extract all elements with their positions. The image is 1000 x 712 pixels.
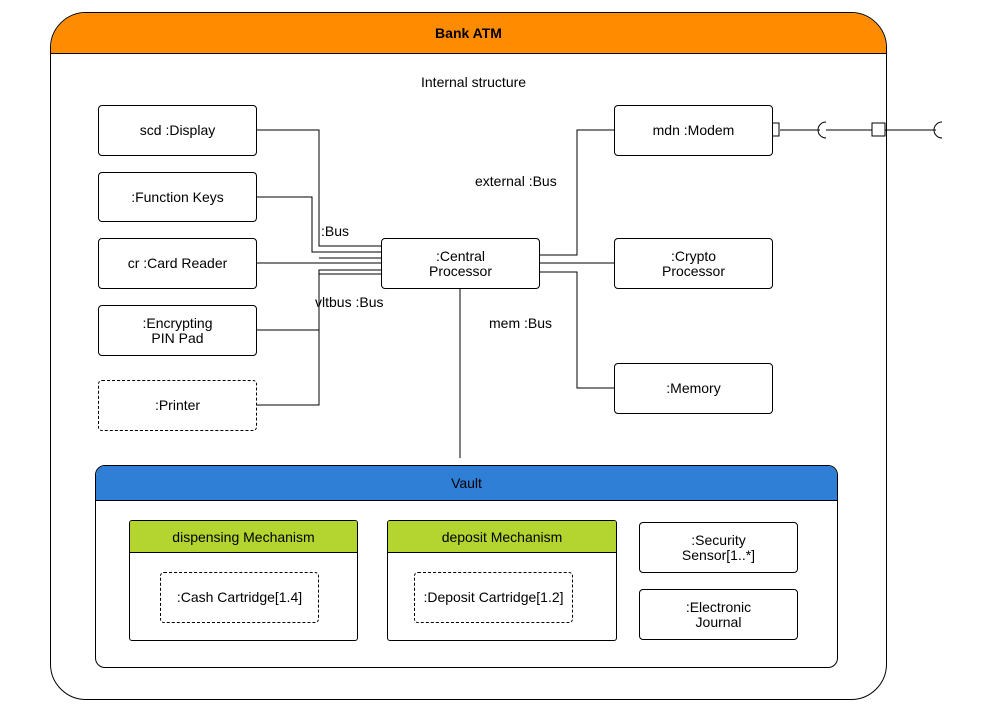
part-printer: :Printer xyxy=(98,380,257,431)
part-crypto-processor: :Crypto Processor xyxy=(614,238,773,289)
wire-memory xyxy=(539,271,614,389)
part-function-keys: :Function Keys xyxy=(98,172,257,222)
part-security-sensor: :Security Sensor[1..*] xyxy=(639,522,798,573)
bank-atm-title: Bank ATM xyxy=(51,13,886,54)
part-journal-label-2: Journal xyxy=(695,613,742,630)
wire-display xyxy=(256,129,381,247)
part-pin-pad-label-1: :Encrypting xyxy=(142,314,213,331)
part-function-keys-label: :Function Keys xyxy=(131,188,224,205)
part-cpu-label-1: :Central xyxy=(435,247,486,264)
part-memory-label: :Memory xyxy=(666,380,721,396)
mem-bus-label: mem :Bus xyxy=(489,315,553,331)
part-modem-label: mdn :Modem xyxy=(652,122,735,138)
wire-printer xyxy=(256,273,381,406)
part-crypto-label-2: Processor xyxy=(661,262,726,279)
wire-function-keys xyxy=(256,196,381,253)
deposit-mechanism-title: deposit Mechanism xyxy=(388,521,616,553)
part-cpu-label-2: Processor xyxy=(428,262,493,279)
part-printer-label: :Printer xyxy=(154,397,201,413)
external-bus-label: external :Bus xyxy=(475,173,557,189)
socket-icon-b xyxy=(933,121,943,139)
part-electronic-journal: :Electronic Journal xyxy=(639,589,798,640)
bus-label: :Bus xyxy=(321,223,350,239)
part-journal-label-1: :Electronic xyxy=(685,598,752,615)
part-pin-pad-label-2: PIN Pad xyxy=(151,329,204,346)
part-memory: :Memory xyxy=(614,363,773,414)
vault-title: Vault xyxy=(96,466,837,501)
part-cash-cartridge: :Cash Cartridge[1.4] xyxy=(160,572,319,623)
part-deposit-cartridge: :Deposit Cartridge[1.2] xyxy=(414,572,573,623)
part-modem: mdn :Modem xyxy=(614,105,773,156)
part-pin-pad: :Encrypting PIN Pad xyxy=(98,305,257,356)
wire-modem xyxy=(539,129,614,256)
socket-icon-a xyxy=(817,121,827,139)
part-deposit-cartridge-label: :Deposit Cartridge[1.2] xyxy=(423,589,564,605)
part-security-sensor-label-2: Sensor[1..*] xyxy=(681,546,756,563)
part-security-sensor-label-1: :Security xyxy=(691,531,746,548)
part-cash-cartridge-label: :Cash Cartridge[1.4] xyxy=(176,589,303,605)
part-display-label: scd :Display xyxy=(139,122,216,138)
part-card-reader: cr :Card Reader xyxy=(98,238,257,289)
vltbus-label: vltbus :Bus xyxy=(315,294,384,310)
part-display: scd :Display xyxy=(98,105,257,156)
part-card-reader-label: cr :Card Reader xyxy=(127,255,228,271)
internal-structure-label: Internal structure xyxy=(421,74,527,90)
part-central-processor: :Central Processor xyxy=(381,238,540,289)
part-crypto-label-1: :Crypto xyxy=(670,247,717,264)
dispensing-mechanism-title: dispensing Mechanism xyxy=(130,521,357,553)
port-square-boundary xyxy=(871,122,886,137)
